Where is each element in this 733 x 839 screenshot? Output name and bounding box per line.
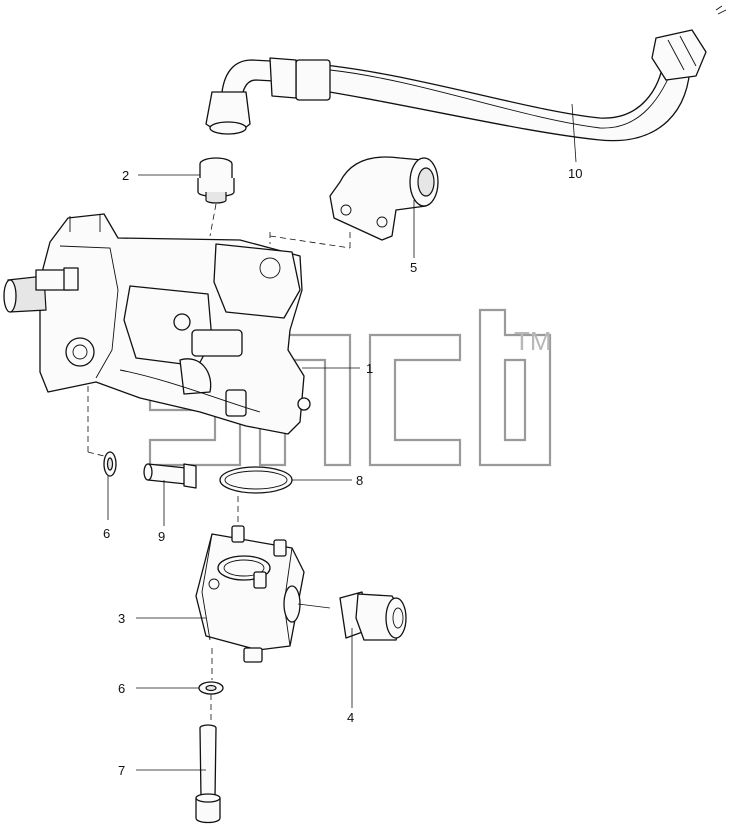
watermark-tm: TM xyxy=(514,326,552,356)
leader-lines xyxy=(107,103,577,771)
part-9-bolt xyxy=(143,463,197,489)
callout-1: 1 xyxy=(366,361,373,376)
callout-9: 9 xyxy=(158,529,165,544)
part-10-hose xyxy=(205,5,727,142)
callout-2: 2 xyxy=(122,168,129,183)
callout-6-lower: 6 xyxy=(118,681,125,696)
callout-8: 8 xyxy=(356,473,363,488)
callout-6-upper: 6 xyxy=(103,526,110,541)
callout-numbers: 1 2 3 4 5 6 6 7 8 9 10 xyxy=(103,166,582,778)
part-3-adapter-block xyxy=(195,525,305,680)
callout-10: 10 xyxy=(568,166,582,181)
callout-5: 5 xyxy=(410,260,417,275)
part-6-washer-lower xyxy=(198,681,224,720)
part-8-o-ring xyxy=(219,466,293,528)
part-7-long-bolt xyxy=(195,724,221,824)
callout-3: 3 xyxy=(118,611,125,626)
callout-7: 7 xyxy=(118,763,125,778)
part-4-plug xyxy=(339,591,407,641)
part-2-fitting xyxy=(197,157,235,237)
callout-4: 4 xyxy=(347,710,354,725)
part-1-pump xyxy=(3,213,351,457)
part-5-elbow-flange xyxy=(329,156,439,248)
part-6-washer-upper xyxy=(103,451,117,477)
